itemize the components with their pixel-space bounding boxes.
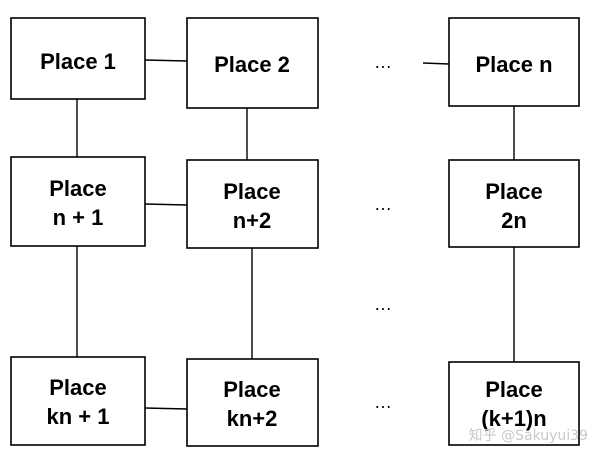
place-label: n + 1 [53,205,104,230]
place-label: Place [49,176,107,201]
place-label: n+2 [233,208,272,233]
ellipsis: … [374,392,392,412]
place-box: Place 2n [448,159,580,248]
ellipsis: … [374,294,392,314]
ellipsis-markers: … … … … [374,52,392,412]
place-label: Place [485,377,543,402]
place-box: Place kn + 1 [10,356,146,446]
place-label: Place [485,179,543,204]
place-label: Place [49,375,107,400]
place-box: Place kn+2 [186,358,319,447]
place-label: Place [223,377,281,402]
place-label: Place n [475,52,552,77]
edge-placen1-placen2 [144,203,188,206]
place-label: Place 2 [214,52,290,77]
edge-place1-place2 [144,59,188,62]
ellipsis: … [374,52,392,72]
place-box: Place n + 1 [10,156,146,247]
place-label: (k+1)n [481,406,546,431]
ellipsis: … [374,194,392,214]
place-label: Place [223,179,281,204]
place-label: kn + 1 [47,404,110,429]
place-label: 2n [501,208,527,233]
place-box: Place (k+1)n [448,361,580,446]
place-label: kn+2 [227,406,278,431]
watermark: 知乎 @Sakuyui39 [469,427,588,444]
place-box: Place n+2 [186,159,319,249]
place-box: Place n [448,17,580,107]
edge-ellipsis-placen [422,62,450,65]
place-label: Place 1 [40,49,116,74]
edges [76,59,515,410]
place-box: Place 1 [10,17,146,100]
edge-placekn1-placekn2 [144,407,188,410]
place-box: Place 2 [186,17,319,109]
